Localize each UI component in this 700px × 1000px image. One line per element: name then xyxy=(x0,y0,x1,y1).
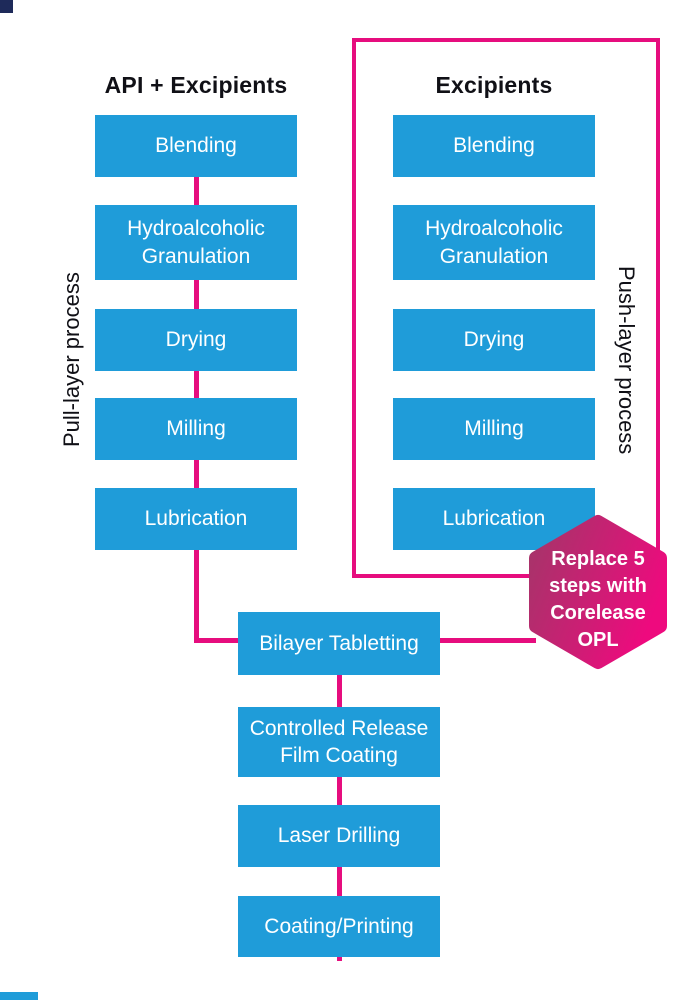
connector-left-4 xyxy=(194,460,199,488)
step-pull-milling: Milling xyxy=(95,398,297,460)
connector-left-3 xyxy=(194,371,199,398)
corner-decoration-top-left xyxy=(0,0,13,13)
connector-left-1 xyxy=(194,177,199,205)
push-layer-frame xyxy=(352,38,660,578)
connector-left-down xyxy=(194,550,199,643)
step-pull-drying: Drying xyxy=(95,309,297,371)
step-push-milling: Milling xyxy=(393,398,595,460)
connector-bottom-1 xyxy=(337,675,342,707)
step-bilayer-tabletting: Bilayer Tabletting xyxy=(238,612,440,675)
badge-line-2: steps with xyxy=(549,575,647,597)
step-pull-blending: Blending xyxy=(95,115,297,177)
right-column-header: Excipients xyxy=(435,72,553,98)
connector-right-in xyxy=(440,638,536,643)
left-column-header: API + Excipients xyxy=(104,72,288,98)
badge-line-3: Corelease xyxy=(550,602,646,624)
connector-bottom-2 xyxy=(337,777,342,805)
step-laser-drilling: Laser Drilling xyxy=(238,805,440,867)
connector-bottom-3 xyxy=(337,867,342,896)
connector-left-2 xyxy=(194,280,199,309)
connector-left-elbow xyxy=(194,638,240,643)
hexagon-shape-icon xyxy=(529,515,667,669)
step-pull-granulation: Hydroalcoholic Granulation xyxy=(95,205,297,280)
step-film-coating: Controlled Release Film Coating xyxy=(238,707,440,777)
corelease-badge: Replace 5 steps with Corelease OPL xyxy=(523,511,673,673)
badge-line-4: OPL xyxy=(577,629,619,651)
corner-decoration-bottom-left xyxy=(0,992,38,1000)
step-pull-lubrication: Lubrication xyxy=(95,488,297,550)
pull-layer-label: Pull-layer process xyxy=(59,272,84,448)
step-push-granulation: Hydroalcoholic Granulation xyxy=(393,205,595,280)
connector-bottom-stub xyxy=(337,957,342,961)
step-push-drying: Drying xyxy=(393,309,595,371)
step-push-blending: Blending xyxy=(393,115,595,177)
step-coating-printing: Coating/Printing xyxy=(238,896,440,957)
push-layer-label: Push-layer process xyxy=(614,265,639,455)
badge-text: Replace 5 steps with Corelease OPL xyxy=(523,511,673,673)
badge-line-1: Replace 5 xyxy=(551,548,645,570)
